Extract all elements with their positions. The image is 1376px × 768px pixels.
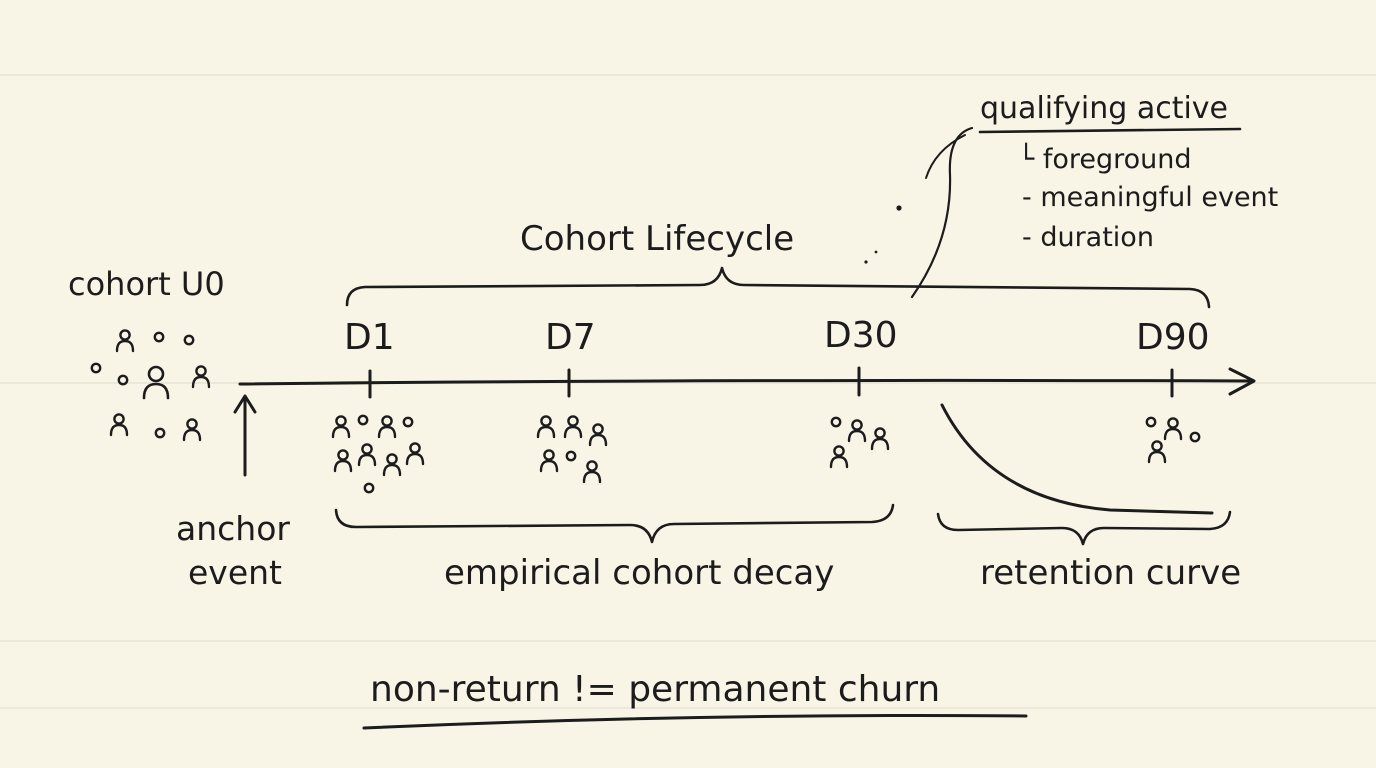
person-icon bbox=[847, 419, 867, 443]
person-icon bbox=[563, 415, 583, 439]
anchor-label-line1: anchor bbox=[176, 509, 290, 548]
person-icon bbox=[377, 415, 397, 439]
cohort-group-d1 bbox=[331, 414, 425, 494]
anchor-label-line2: event bbox=[188, 553, 282, 592]
cohort-group-d7 bbox=[536, 415, 608, 484]
dot-icon bbox=[153, 331, 165, 343]
person-icon bbox=[182, 418, 202, 442]
person-icon bbox=[357, 443, 377, 467]
person-icon bbox=[405, 442, 425, 466]
arrow-right-icon bbox=[1228, 367, 1256, 396]
cohort-group-d90 bbox=[1145, 416, 1201, 464]
qualifying-heading: qualifying active bbox=[980, 91, 1229, 126]
diagram-title: Cohort Lifecycle bbox=[520, 219, 795, 259]
qualifying-item: - meaningful event bbox=[1022, 182, 1279, 213]
annotation-connector bbox=[910, 126, 974, 299]
dot-icon bbox=[154, 427, 166, 439]
dot-icon bbox=[565, 450, 577, 462]
dot-icon bbox=[874, 250, 878, 254]
dot-icon bbox=[90, 362, 102, 374]
milestone-label-d7: D7 bbox=[545, 317, 596, 358]
person-icon bbox=[115, 329, 135, 353]
person-icon bbox=[829, 445, 849, 469]
person-icon bbox=[191, 365, 211, 389]
footer-statement: non-return != permanent churn bbox=[370, 669, 941, 710]
dot-icon bbox=[183, 334, 195, 346]
arrow-up-icon bbox=[233, 394, 257, 477]
cohort-group-d30 bbox=[829, 416, 890, 469]
retention-curve-line bbox=[940, 403, 1214, 515]
person-icon bbox=[588, 423, 608, 447]
timeline-axis bbox=[238, 378, 1254, 386]
dot-icon bbox=[402, 416, 414, 428]
milestone-ticks bbox=[368, 366, 1174, 399]
dot-icon bbox=[864, 260, 868, 264]
dot-icon bbox=[357, 414, 369, 426]
dot-icon bbox=[1189, 431, 1201, 443]
person-icon bbox=[1147, 440, 1167, 464]
person-icon bbox=[333, 449, 353, 473]
person-icon bbox=[382, 453, 402, 477]
retention-label: retention curve bbox=[980, 553, 1242, 593]
qualifying-underline bbox=[978, 127, 1242, 134]
footer-underline bbox=[362, 714, 1028, 730]
person-icon bbox=[539, 449, 559, 473]
person-icon bbox=[582, 460, 602, 484]
person-icon bbox=[1163, 417, 1183, 441]
dot-icon bbox=[896, 205, 902, 211]
person-icon bbox=[109, 413, 129, 437]
annotation-connector-tail bbox=[925, 134, 966, 179]
person-icon bbox=[536, 415, 556, 439]
dot-icon bbox=[830, 416, 842, 428]
milestone-label-d30: D30 bbox=[824, 315, 898, 356]
dot-icon bbox=[1145, 416, 1157, 428]
cohort-u0-group bbox=[90, 329, 211, 442]
dot-icon bbox=[363, 482, 375, 494]
decay-label: empirical cohort decay bbox=[444, 553, 835, 593]
qualifying-item: - duration bbox=[1022, 222, 1154, 253]
brace-retention bbox=[936, 510, 1232, 546]
milestone-label-d90: D90 bbox=[1136, 317, 1210, 358]
qualifying-item: └ foreground bbox=[1018, 144, 1192, 175]
brace-decay bbox=[334, 503, 895, 544]
paper-rule-lines bbox=[0, 74, 1376, 709]
milestone-label-d1: D1 bbox=[344, 317, 395, 358]
cohort-label: cohort U0 bbox=[68, 265, 225, 303]
person-icon bbox=[870, 427, 890, 451]
brace-icon bbox=[345, 266, 1211, 309]
person-icon bbox=[331, 415, 351, 439]
